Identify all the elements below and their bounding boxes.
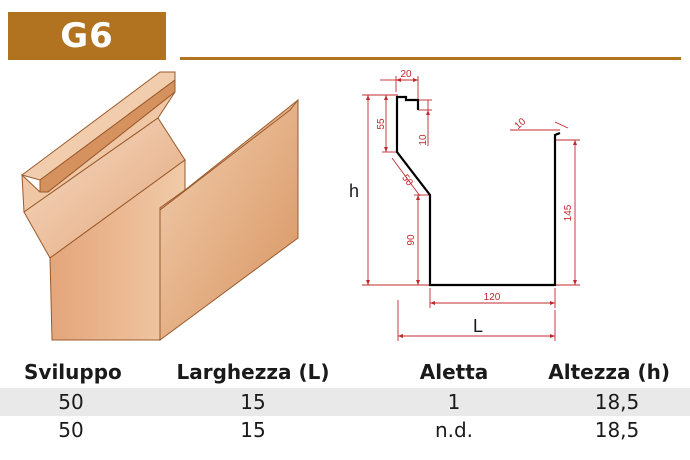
dim-10-top-label: 10 <box>418 134 429 146</box>
cell-altezza: 18,5 <box>594 418 640 442</box>
gutter-profile-line <box>395 95 561 287</box>
specs-table: Sviluppo Larghezza (L) Aletta Altezza (h… <box>0 356 690 444</box>
dim-55-label: 55 <box>376 118 387 130</box>
cell-aletta: n.d. <box>434 418 474 442</box>
header-rule <box>180 57 681 60</box>
dim-10-right-label: 10 <box>513 116 529 132</box>
product-code-badge: G6 <box>8 12 166 60</box>
cell-sviluppo: 50 <box>58 418 84 442</box>
table-row: 50 15 n.d. 18,5 <box>0 416 690 444</box>
cell-aletta: 1 <box>447 390 461 414</box>
profile-drawing: 20 10 55 50 90 10 145 120 h L <box>349 69 580 341</box>
header-altezza: Altezza (h) <box>548 360 670 384</box>
header-sviluppo: Sviluppo <box>24 360 122 384</box>
table-row: 50 15 1 18,5 <box>0 388 690 416</box>
table-header-row: Sviluppo Larghezza (L) Aletta Altezza (h… <box>0 356 690 388</box>
product-code: G6 <box>60 16 114 56</box>
gutter-lip-top <box>20 71 176 181</box>
dim-20-label: 20 <box>400 69 412 80</box>
cell-larghezza: 15 <box>240 418 266 442</box>
gutter-illustration: 20 10 55 50 90 10 145 120 h L <box>20 69 580 341</box>
gutter-3d-render <box>20 71 299 341</box>
cell-larghezza: 15 <box>240 390 266 414</box>
dimension-lines <box>362 76 580 341</box>
dim-h-label: h <box>349 181 359 201</box>
header-larghezza: Larghezza (L) <box>176 360 330 384</box>
cell-sviluppo: 50 <box>58 390 84 414</box>
dim-120-label: 120 <box>484 292 501 303</box>
cell-altezza: 18,5 <box>594 390 640 414</box>
dim-L-label: L <box>473 316 483 336</box>
dim-90-label: 90 <box>406 234 417 246</box>
gutter-back-wall <box>159 98 299 341</box>
dim-145-label: 145 <box>563 204 574 221</box>
header-aletta: Aletta <box>419 360 489 384</box>
dimension-arrows <box>366 78 577 338</box>
